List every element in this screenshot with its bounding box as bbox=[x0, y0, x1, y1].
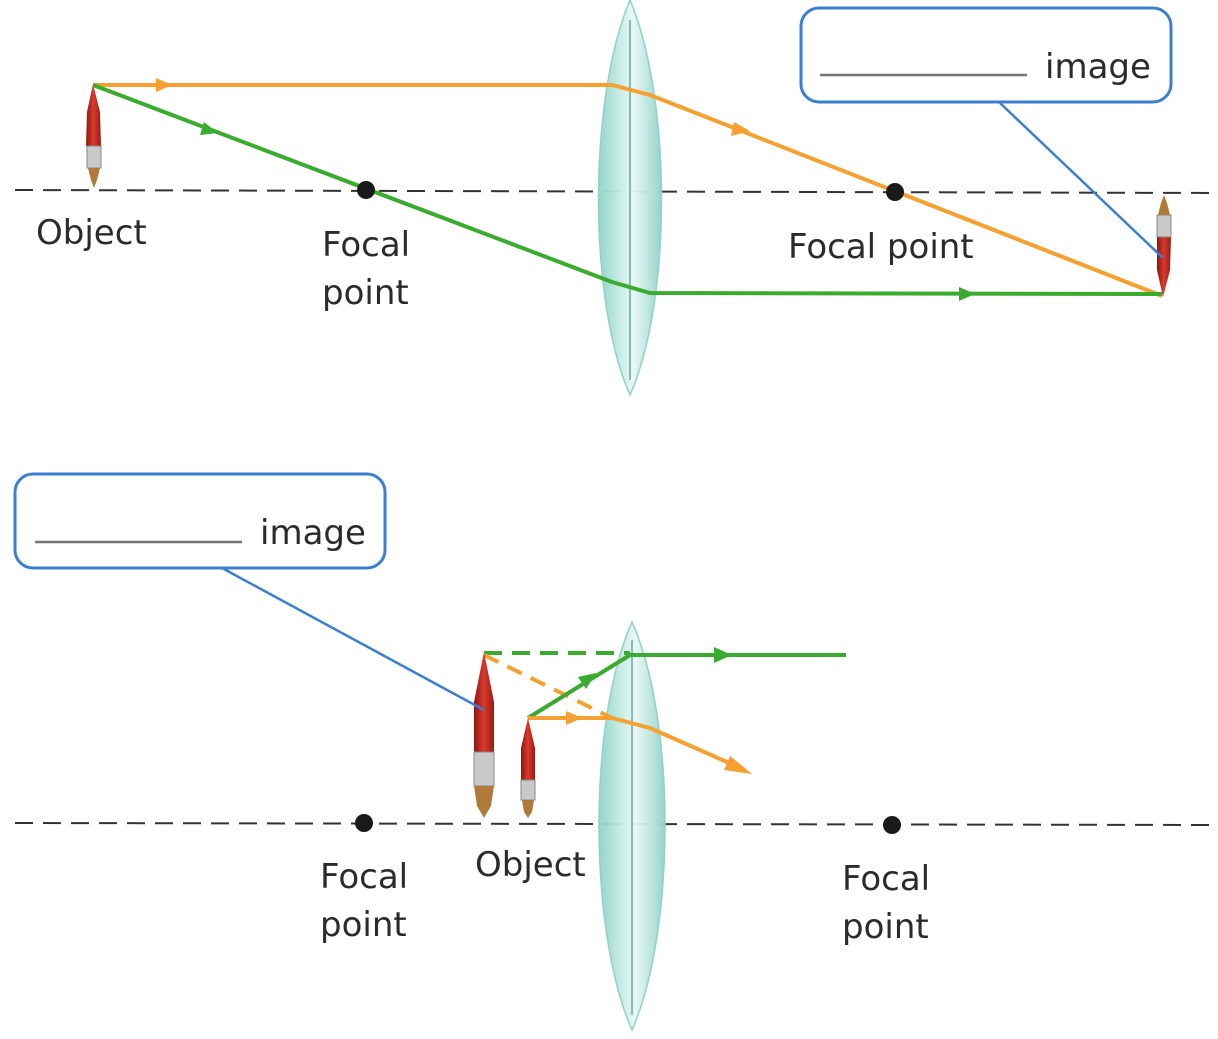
bottom-object-label: Object bbox=[475, 845, 586, 885]
bottom-orange-arrow-2 bbox=[724, 756, 752, 774]
top-image-paintbrush bbox=[1156, 195, 1172, 297]
top-focal-point-right bbox=[886, 183, 904, 201]
top-orange-arrow-2 bbox=[731, 122, 750, 136]
top-green-arrow-1 bbox=[200, 122, 218, 135]
top-green-arrow-2 bbox=[959, 287, 975, 301]
bottom-green-arrow-2 bbox=[714, 647, 732, 663]
bottom-focal-right-label-line2: point bbox=[842, 907, 929, 947]
top-green-ray bbox=[92, 83, 1163, 296]
top-focal-left-label-line1: Focal bbox=[322, 225, 410, 265]
top-diagram: Object Focal point Focal point image bbox=[14, 0, 1218, 397]
bottom-callout-pointer bbox=[221, 566, 485, 712]
bottom-image-paintbrush bbox=[473, 652, 495, 818]
top-image-callout-text: image bbox=[1045, 47, 1151, 87]
top-focal-left-label-line2: point bbox=[322, 273, 409, 313]
top-focal-point-left bbox=[357, 181, 375, 199]
bottom-focal-left-label-line2: point bbox=[320, 905, 407, 945]
bottom-orange-arrow-1 bbox=[566, 711, 582, 725]
top-callout-pointer bbox=[999, 102, 1164, 259]
top-image-callout-box bbox=[799, 6, 1173, 104]
bottom-focal-left-label-line1: Focal bbox=[320, 857, 408, 897]
bottom-green-arrow-1 bbox=[578, 673, 596, 689]
bottom-object-paintbrush bbox=[520, 718, 536, 818]
bottom-focal-right-label-line1: Focal bbox=[842, 859, 930, 899]
top-object-label: Object bbox=[36, 213, 147, 253]
bottom-green-ray bbox=[526, 653, 846, 720]
bottom-image-callout-box bbox=[13, 472, 387, 570]
top-focal-right-label: Focal point bbox=[788, 227, 974, 267]
bottom-image-callout-text: image bbox=[260, 513, 366, 553]
top-orange-ray bbox=[93, 83, 1163, 298]
bottom-focal-point-right bbox=[883, 816, 901, 834]
top-orange-arrow-1 bbox=[156, 78, 172, 92]
top-object-paintbrush bbox=[86, 84, 102, 188]
bottom-orange-virtual-ray bbox=[483, 653, 613, 720]
bottom-diagram: Focal point Object Focal point image bbox=[13, 472, 1218, 1032]
bottom-focal-point-left bbox=[355, 814, 373, 832]
